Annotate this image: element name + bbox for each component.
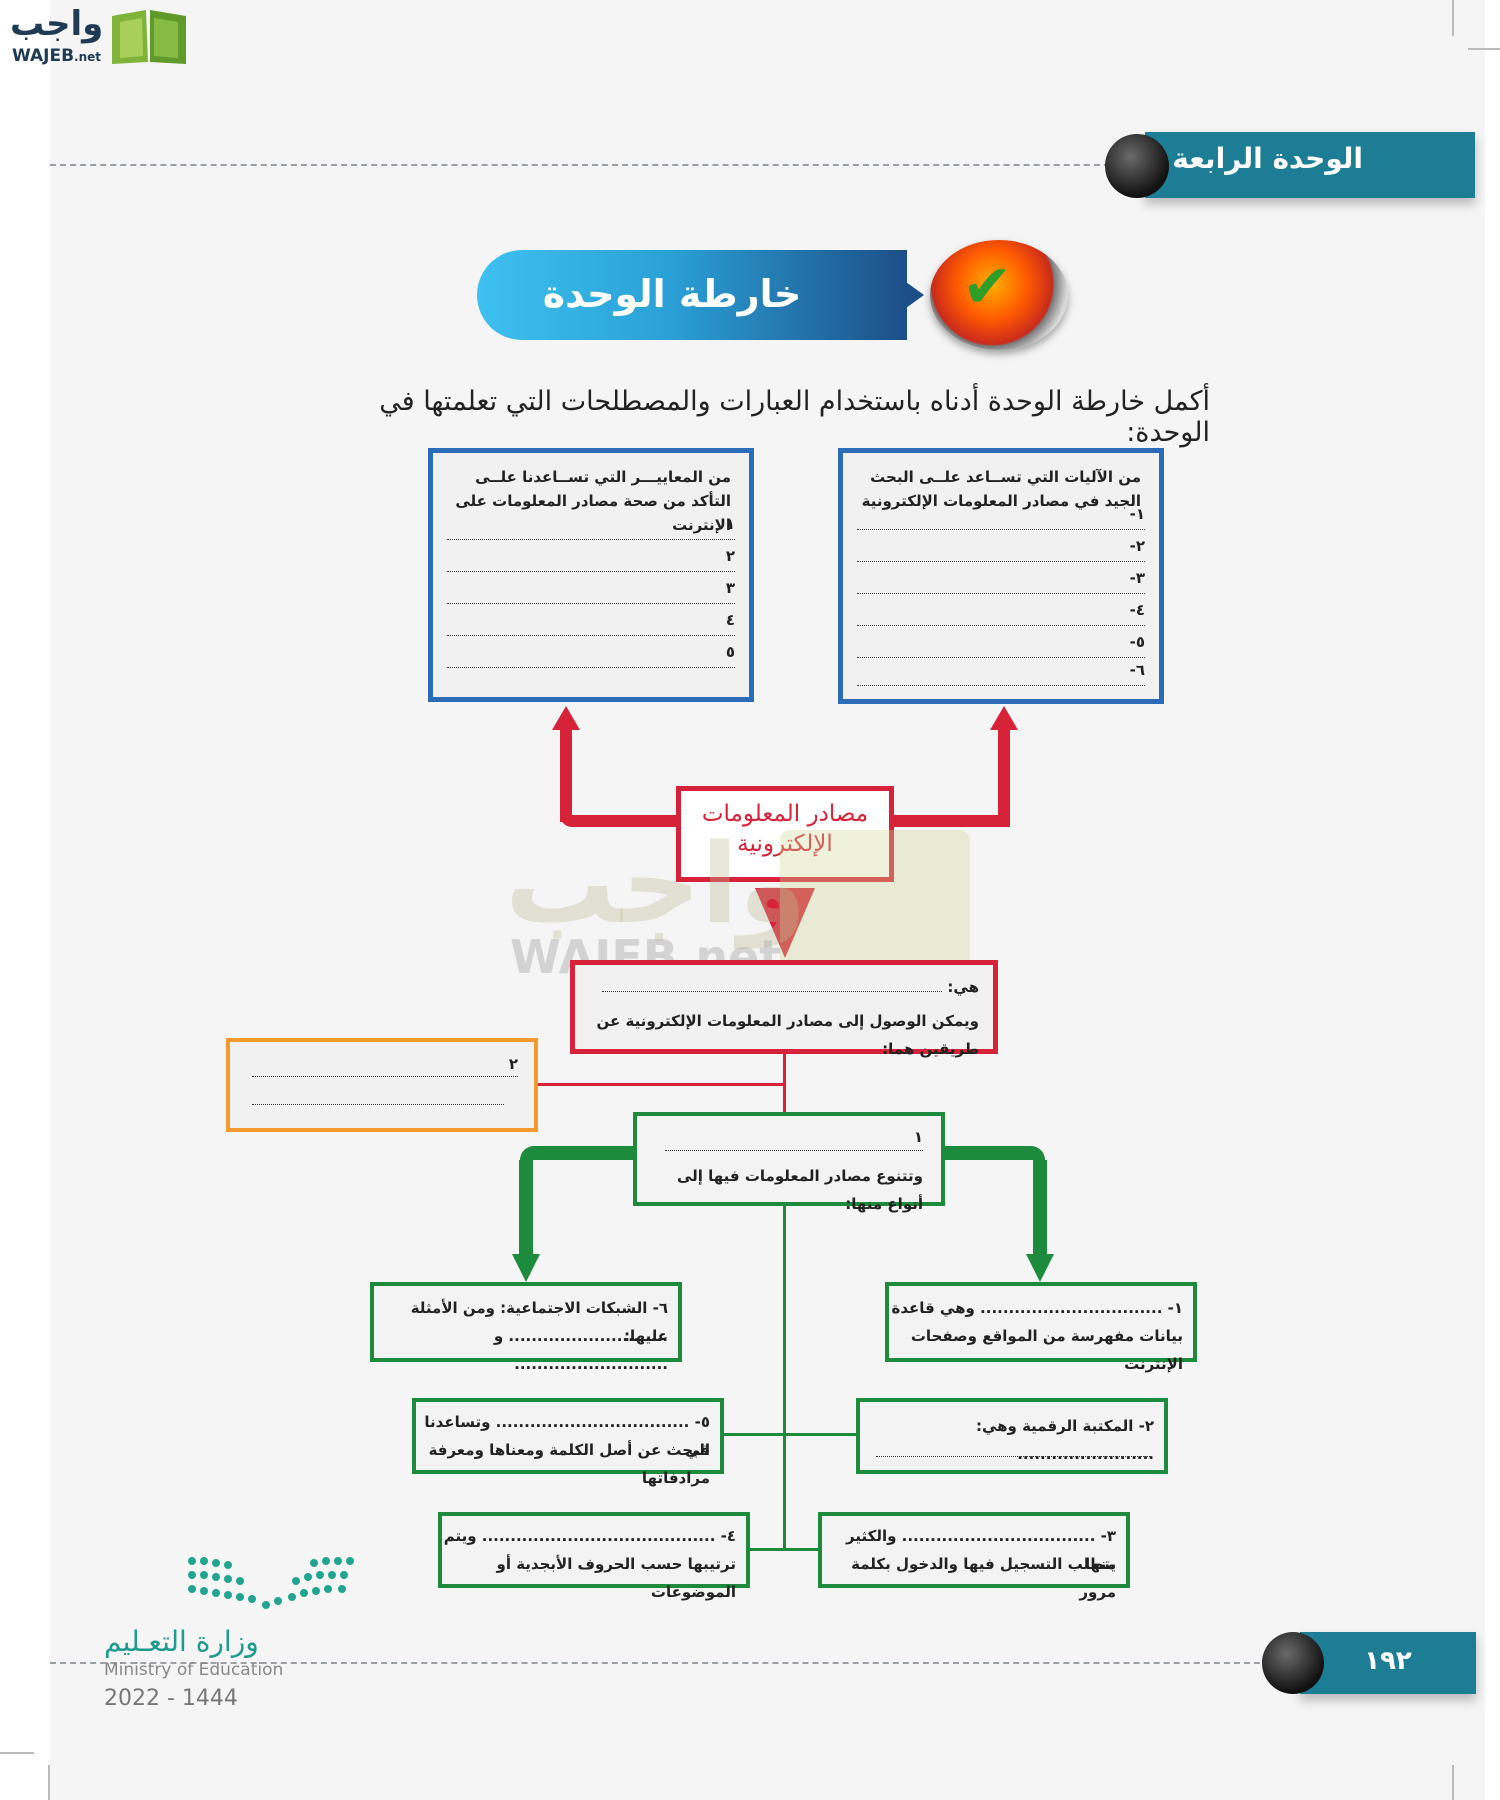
ministry-year: 2022 - 1444 [104, 1686, 238, 1711]
wajeb-logo[interactable]: واجب WAJEB.net [10, 4, 190, 70]
center-topic-box: مصادر المعلومات الإلكترونية [676, 786, 894, 882]
criteria-item-1[interactable]: ١ [447, 515, 735, 540]
type1-line2: بيانات مفهرسة من المواقع وصفحات الإنترنت [910, 1327, 1183, 1373]
green-connector-right-vertical [1033, 1160, 1047, 1260]
page-tab-cap [1262, 1632, 1324, 1694]
way1-box: ١ وتتنوع مصادر المعلومات فيها إلى أنواع … [633, 1112, 945, 1213]
mechanisms-item-4[interactable]: ٤- [857, 601, 1145, 626]
logo-suffix: .net [74, 50, 102, 64]
criteria-box: من المعاييـــر التي تســاعدنا علــى التأ… [428, 448, 754, 702]
definition-line2: ويمكن الوصول إلى مصادر المعلومات الإلكتر… [596, 1012, 980, 1058]
type3-line2: يتطلب التسجيل فيها والدخول بكلمة مرور [851, 1555, 1116, 1601]
arrow-down-center [755, 888, 815, 958]
ministry-english-name: Ministry of Education [104, 1660, 284, 1680]
mechanisms-item-2[interactable]: ٢- [857, 537, 1145, 562]
ministry-arabic-name: وزارة التعـليم [104, 1625, 259, 1658]
type2-line1[interactable]: ٢- المكتبة الرقمية وهي: ................… [975, 1417, 1154, 1463]
center-topic-title: مصادر المعلومات الإلكترونية [681, 799, 889, 859]
definition-line1[interactable]: هي: [589, 973, 979, 1001]
green-branch-bottom [748, 1548, 822, 1551]
mechanisms-item-1[interactable]: ١- [857, 505, 1145, 530]
unit-title: الوحدة الرابعة [1172, 142, 1363, 175]
type5-line1[interactable]: ٥- .................................. وت… [424, 1413, 710, 1459]
unit-tab: الوحدة الرابعة [1105, 132, 1475, 198]
criteria-item-3[interactable]: ٣ [447, 579, 735, 604]
book-icon [112, 10, 186, 64]
definition-blank[interactable] [602, 991, 943, 992]
arrow-up-right [990, 706, 1018, 730]
crop-mark [1468, 48, 1500, 50]
way1-line1[interactable]: ١ [665, 1124, 923, 1151]
way1-line2: وتتنوع مصادر المعلومات فيها إلى أنواع من… [676, 1167, 923, 1213]
criteria-box-title: من المعاييـــر التي تســاعدنا علــى التأ… [455, 468, 731, 534]
arrow-down-left [512, 1254, 540, 1282]
watermark-book-icon [780, 830, 970, 980]
definition-label: هي: [947, 978, 979, 996]
definition-box: هي: ويمكن الوصول إلى مصادر المعلومات الإ… [570, 960, 998, 1058]
logo-english-word: WAJEB [12, 46, 75, 66]
top-dashed-divider [50, 164, 1140, 166]
arrow-down-right [1026, 1254, 1054, 1282]
type3-line1[interactable]: ٣- .................................. وا… [846, 1527, 1116, 1573]
unit-map-banner: خارطة الوحدة [477, 250, 907, 340]
crop-mark [48, 1765, 50, 1800]
connector-left-vertical [560, 730, 572, 822]
connector-to-way2 [535, 1083, 785, 1086]
type1-box: ١- ................................ وهي … [885, 1282, 1197, 1373]
way2-blank[interactable] [252, 1104, 504, 1105]
checkmark-icon: ✔ [962, 252, 1013, 322]
connector-left-horizontal [560, 815, 680, 827]
logo-english-text: WAJEB.net [12, 46, 101, 67]
mechanisms-box-title: من الآليات التي تســاعد علــى البحث الجي… [861, 468, 1141, 510]
watermark-arabic: واجب [505, 820, 807, 948]
instruction-text: أكمل خارطة الوحدة أدناه باستخدام العبارا… [379, 386, 1210, 448]
type5-line2: البحث عن أصل الكلمة ومعناها ومعرفة مرادف… [428, 1441, 710, 1487]
type4-line2: ترتيبها حسب الحروف الأبجدية أو الموضوعات [496, 1555, 737, 1601]
unit-tab-cap [1105, 134, 1169, 198]
center-topic-line2: الإلكترونية [737, 831, 833, 857]
mechanisms-box: من الآليات التي تســاعد علــى البحث الجي… [838, 448, 1164, 704]
green-branch-middle [724, 1433, 858, 1436]
page-number-tab: ١٩٢ [1262, 1632, 1476, 1694]
arrow-up-left [552, 706, 580, 730]
crop-mark [0, 1752, 34, 1754]
way2-line1[interactable]: ٢ [252, 1052, 518, 1077]
type1-line1[interactable]: ١- ................................ وهي … [891, 1299, 1183, 1317]
type2-blank[interactable] [876, 1456, 1150, 1457]
type5-box: ٥- .................................. وت… [412, 1398, 724, 1487]
type2-box: ٢- المكتبة الرقمية وهي: ................… [856, 1398, 1168, 1474]
criteria-item-5[interactable]: ٥ [447, 643, 735, 668]
connector-right-vertical [998, 730, 1010, 822]
banner-arrow [906, 282, 924, 308]
type6-box: ٦- الشبكات الاجتماعية: ومن الأمثلة عليها… [370, 1282, 682, 1373]
ministry-logo-icon [188, 1557, 354, 1609]
type3-box: ٣- .................................. وا… [818, 1512, 1130, 1601]
unit-map-title: خارطة الوحدة [542, 272, 802, 316]
type4-box: ٤- .....................................… [438, 1512, 750, 1601]
type6-line2[interactable]: ............................ و .........… [493, 1327, 668, 1373]
center-topic-line1: مصادر المعلومات [701, 801, 869, 827]
page-number: ١٩٢ [1364, 1646, 1412, 1676]
crop-mark [1452, 1765, 1454, 1800]
criteria-item-2[interactable]: ٢ [447, 547, 735, 572]
way2-box: ٢ [226, 1038, 538, 1132]
mechanisms-item-3[interactable]: ٣- [857, 569, 1145, 594]
green-connector-left-vertical [519, 1160, 533, 1260]
criteria-item-4[interactable]: ٤ [447, 611, 735, 636]
mechanisms-item-6[interactable]: ٦- [857, 661, 1145, 686]
green-trunk [783, 1206, 786, 1550]
mechanisms-item-5[interactable]: ٥- [857, 633, 1145, 658]
connector-right-horizontal [890, 815, 1010, 827]
green-connector-right-horizontal [945, 1146, 1045, 1160]
checkmark-badge-icon: ✔ [930, 240, 1068, 350]
type4-line1[interactable]: ٤- .....................................… [443, 1527, 736, 1545]
crop-mark [1452, 0, 1454, 36]
logo-arabic-text: واجب [10, 4, 104, 44]
type6-line1: ٦- الشبكات الاجتماعية: ومن الأمثلة عليها… [410, 1299, 668, 1345]
bottom-dashed-divider [50, 1662, 1260, 1664]
green-connector-left-horizontal [520, 1146, 633, 1160]
